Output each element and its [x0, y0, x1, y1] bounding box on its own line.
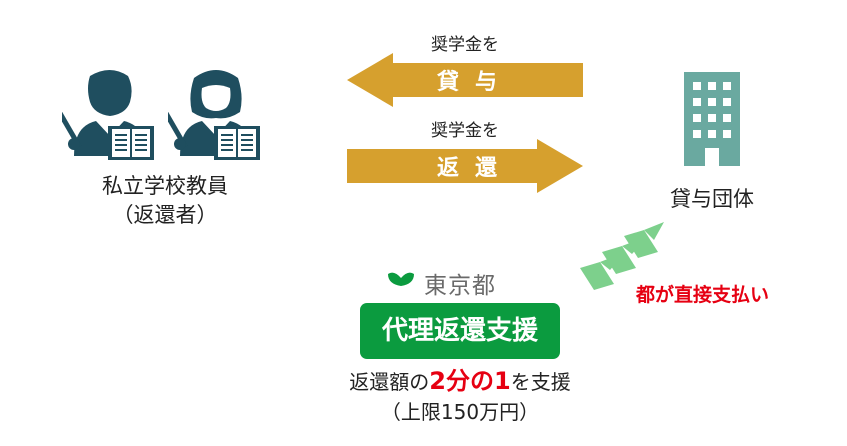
teacher-icon [62, 70, 154, 160]
loan-arrow [347, 53, 583, 107]
support-description: 返還額の2分の1を支援 （上限150万円） [300, 366, 620, 427]
loan-arrow-label: 貸与 [436, 70, 513, 95]
loan-arrow-caption: 奨学金を [431, 35, 499, 55]
teacher-icon [168, 70, 260, 160]
building-icon [684, 72, 740, 166]
lender-label: 貸与団体 [670, 187, 754, 211]
teachers-label-line2: （返還者） [112, 203, 218, 227]
repay-arrow [347, 139, 583, 193]
repay-arrow-label: 返還 [436, 156, 513, 181]
support-ratio: 2分の1 [429, 367, 511, 395]
tokyo-name: 東京都 [424, 273, 496, 299]
program-badge: 代理返還支援 [360, 303, 560, 359]
support-prefix: 返還額の [349, 370, 430, 394]
support-limit: （上限150万円） [380, 400, 540, 424]
ginkgo-leaf-icon [388, 272, 414, 297]
direct-payment-label: 都が直接支払い [636, 284, 770, 306]
chevron-up-right-icon [580, 222, 664, 290]
teachers-label-line1: 私立学校教員 [102, 174, 228, 198]
repay-arrow-caption: 奨学金を [431, 121, 499, 141]
support-ratio-line: 返還額の2分の1を支援 [300, 366, 620, 397]
support-suffix: を支援 [510, 370, 571, 394]
teachers-label: 私立学校教員 （返還者） [80, 172, 250, 230]
